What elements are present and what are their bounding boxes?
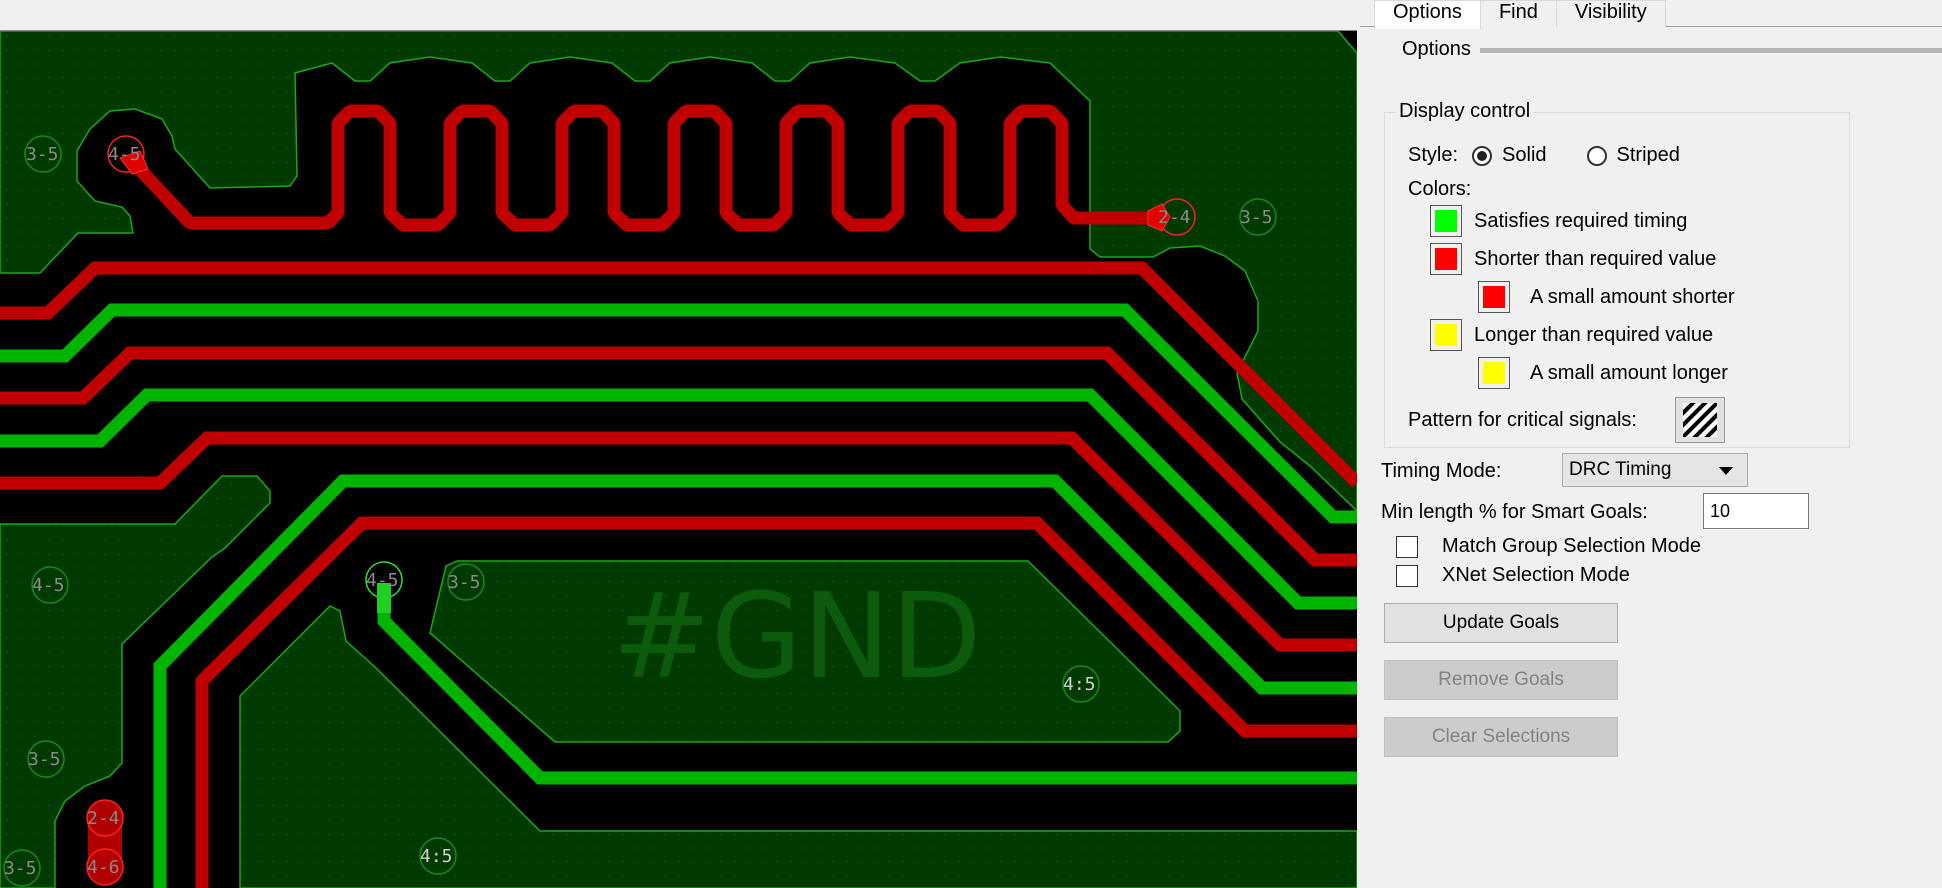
radio-selected-dot — [1477, 150, 1488, 161]
section-title: Options — [1402, 38, 1471, 60]
via[interactable]: 3-5 — [1239, 198, 1277, 236]
svg-text:3-5: 3-5 — [4, 858, 37, 879]
options-panel: Options Find Visibility Options Display … — [1360, 0, 1942, 887]
tab-find[interactable]: Find — [1479, 0, 1557, 27]
timing-mode-label: Timing Mode: — [1381, 460, 1502, 482]
timing-mode-dropdown[interactable]: DRC Timing — [1562, 453, 1748, 487]
color-label-small-longer: A small amount longer — [1530, 361, 1728, 384]
display-control-group — [1384, 112, 1850, 448]
ground-plane-gnd-island — [429, 560, 1181, 743]
remove-goals-button[interactable]: Remove Goals — [1384, 660, 1618, 700]
via[interactable]: 4-5 — [365, 561, 403, 613]
colors-label: Colors: — [1408, 178, 1472, 200]
svg-text:3-5: 3-5 — [448, 572, 481, 593]
xnet-checkbox[interactable] — [1396, 564, 1418, 587]
style-solid-label[interactable]: Solid — [1502, 144, 1547, 166]
via[interactable]: 3-5 — [3, 849, 41, 887]
color-swatch-shorter[interactable] — [1430, 243, 1462, 275]
via[interactable]: 4-5 — [31, 566, 69, 604]
trace-green-1[interactable] — [0, 303, 1357, 524]
pattern-label: Pattern for critical signals: — [1408, 408, 1637, 431]
svg-text:4-5: 4-5 — [108, 144, 141, 165]
color-row-small-longer: A small amount longer — [1478, 357, 1728, 389]
via[interactable]: 3-5 — [447, 563, 485, 601]
style-solid-radio[interactable] — [1472, 145, 1493, 166]
trace-red-2[interactable] — [0, 346, 1357, 567]
pattern-button[interactable] — [1674, 397, 1725, 443]
color-swatch-satisfies[interactable] — [1430, 205, 1462, 237]
color-row-small-shorter: A small amount shorter — [1478, 281, 1735, 313]
style-label: Style: — [1408, 144, 1459, 166]
svg-text:2-4: 2-4 — [1158, 207, 1191, 228]
match-group-checkbox[interactable] — [1396, 535, 1418, 558]
min-length-input[interactable] — [1703, 493, 1809, 529]
trace-red-3[interactable] — [0, 431, 1357, 652]
timing-mode-value: DRC Timing — [1569, 459, 1672, 480]
svg-text:2-4: 2-4 — [87, 808, 120, 829]
chevron-down-icon — [1719, 467, 1733, 475]
color-swatch-longer[interactable] — [1430, 319, 1462, 351]
style-striped-radio[interactable] — [1586, 145, 1607, 166]
diagonal-stripes-icon — [1682, 403, 1717, 437]
trace-green-3[interactable] — [153, 474, 1357, 888]
clear-selections-button[interactable]: Clear Selections — [1384, 717, 1618, 757]
color-row-satisfies: Satisfies required timing — [1430, 205, 1687, 237]
min-length-label: Min length % for Smart Goals: — [1381, 501, 1648, 523]
panel-tabs: Options Find Visibility — [1374, 0, 1666, 29]
color-row-longer: Longer than required value — [1430, 319, 1713, 351]
pcb-drawing[interactable]: #GND 3-5 4-5 — [0, 31, 1357, 888]
trace-red-4[interactable] — [195, 516, 1357, 888]
update-goals-button[interactable]: Update Goals — [1384, 603, 1618, 643]
svg-text:4:5: 4:5 — [1063, 674, 1096, 695]
svg-text:3-5: 3-5 — [1240, 207, 1273, 228]
svg-text:4-6: 4-6 — [87, 857, 120, 878]
trace-meander[interactable] — [127, 104, 1162, 232]
color-swatch-small-shorter[interactable] — [1478, 281, 1510, 313]
via[interactable]: 4:5 — [419, 837, 457, 875]
pcb-canvas[interactable]: #GND 3-5 4-5 — [0, 30, 1357, 888]
color-label-satisfies: Satisfies required timing — [1474, 209, 1688, 232]
pcb-view-area: #GND 3-5 4-5 — [0, 30, 1357, 888]
gnd-net-label: #GND — [612, 567, 981, 705]
display-control-title: Display control — [1396, 100, 1534, 123]
section-divider — [1480, 48, 1942, 53]
pattern-row: Pattern for critical signals: — [1408, 397, 1725, 443]
match-group-row: Match Group Selection Mode — [1396, 535, 1701, 558]
style-striped-label[interactable]: Striped — [1616, 144, 1680, 166]
svg-text:4:5: 4:5 — [420, 846, 453, 867]
tab-visibility[interactable]: Visibility — [1555, 0, 1666, 27]
trace-red-1[interactable] — [0, 261, 1357, 488]
via[interactable]: 4-6 — [86, 848, 124, 886]
match-group-label[interactable]: Match Group Selection Mode — [1442, 535, 1702, 557]
xnet-row: XNet Selection Mode — [1396, 564, 1630, 587]
svg-text:4-5: 4-5 — [32, 575, 65, 596]
via[interactable]: 3-5 — [27, 740, 65, 778]
svg-text:3-5: 3-5 — [26, 144, 59, 165]
xnet-label[interactable]: XNet Selection Mode — [1442, 564, 1630, 586]
tab-options[interactable]: Options — [1374, 0, 1481, 29]
via[interactable]: 4:5 — [1062, 665, 1100, 703]
color-swatch-small-longer[interactable] — [1478, 357, 1510, 389]
ground-plane-top — [0, 31, 1357, 513]
via[interactable]: 3-5 — [24, 135, 62, 173]
color-label-small-shorter: A small amount shorter — [1530, 285, 1735, 308]
svg-text:3-5: 3-5 — [28, 749, 61, 770]
via[interactable]: 2-4 — [1147, 198, 1196, 236]
color-label-shorter: Shorter than required value — [1474, 247, 1717, 270]
svg-text:4-5: 4-5 — [366, 570, 399, 591]
via[interactable]: 4-5 — [107, 135, 149, 175]
style-row: Style: Solid Striped — [1408, 144, 1680, 167]
color-label-longer: Longer than required value — [1474, 323, 1714, 346]
ground-plane-bottom — [239, 605, 1357, 888]
color-row-shorter: Shorter than required value — [1430, 243, 1716, 275]
trace-green-2[interactable] — [0, 388, 1357, 610]
